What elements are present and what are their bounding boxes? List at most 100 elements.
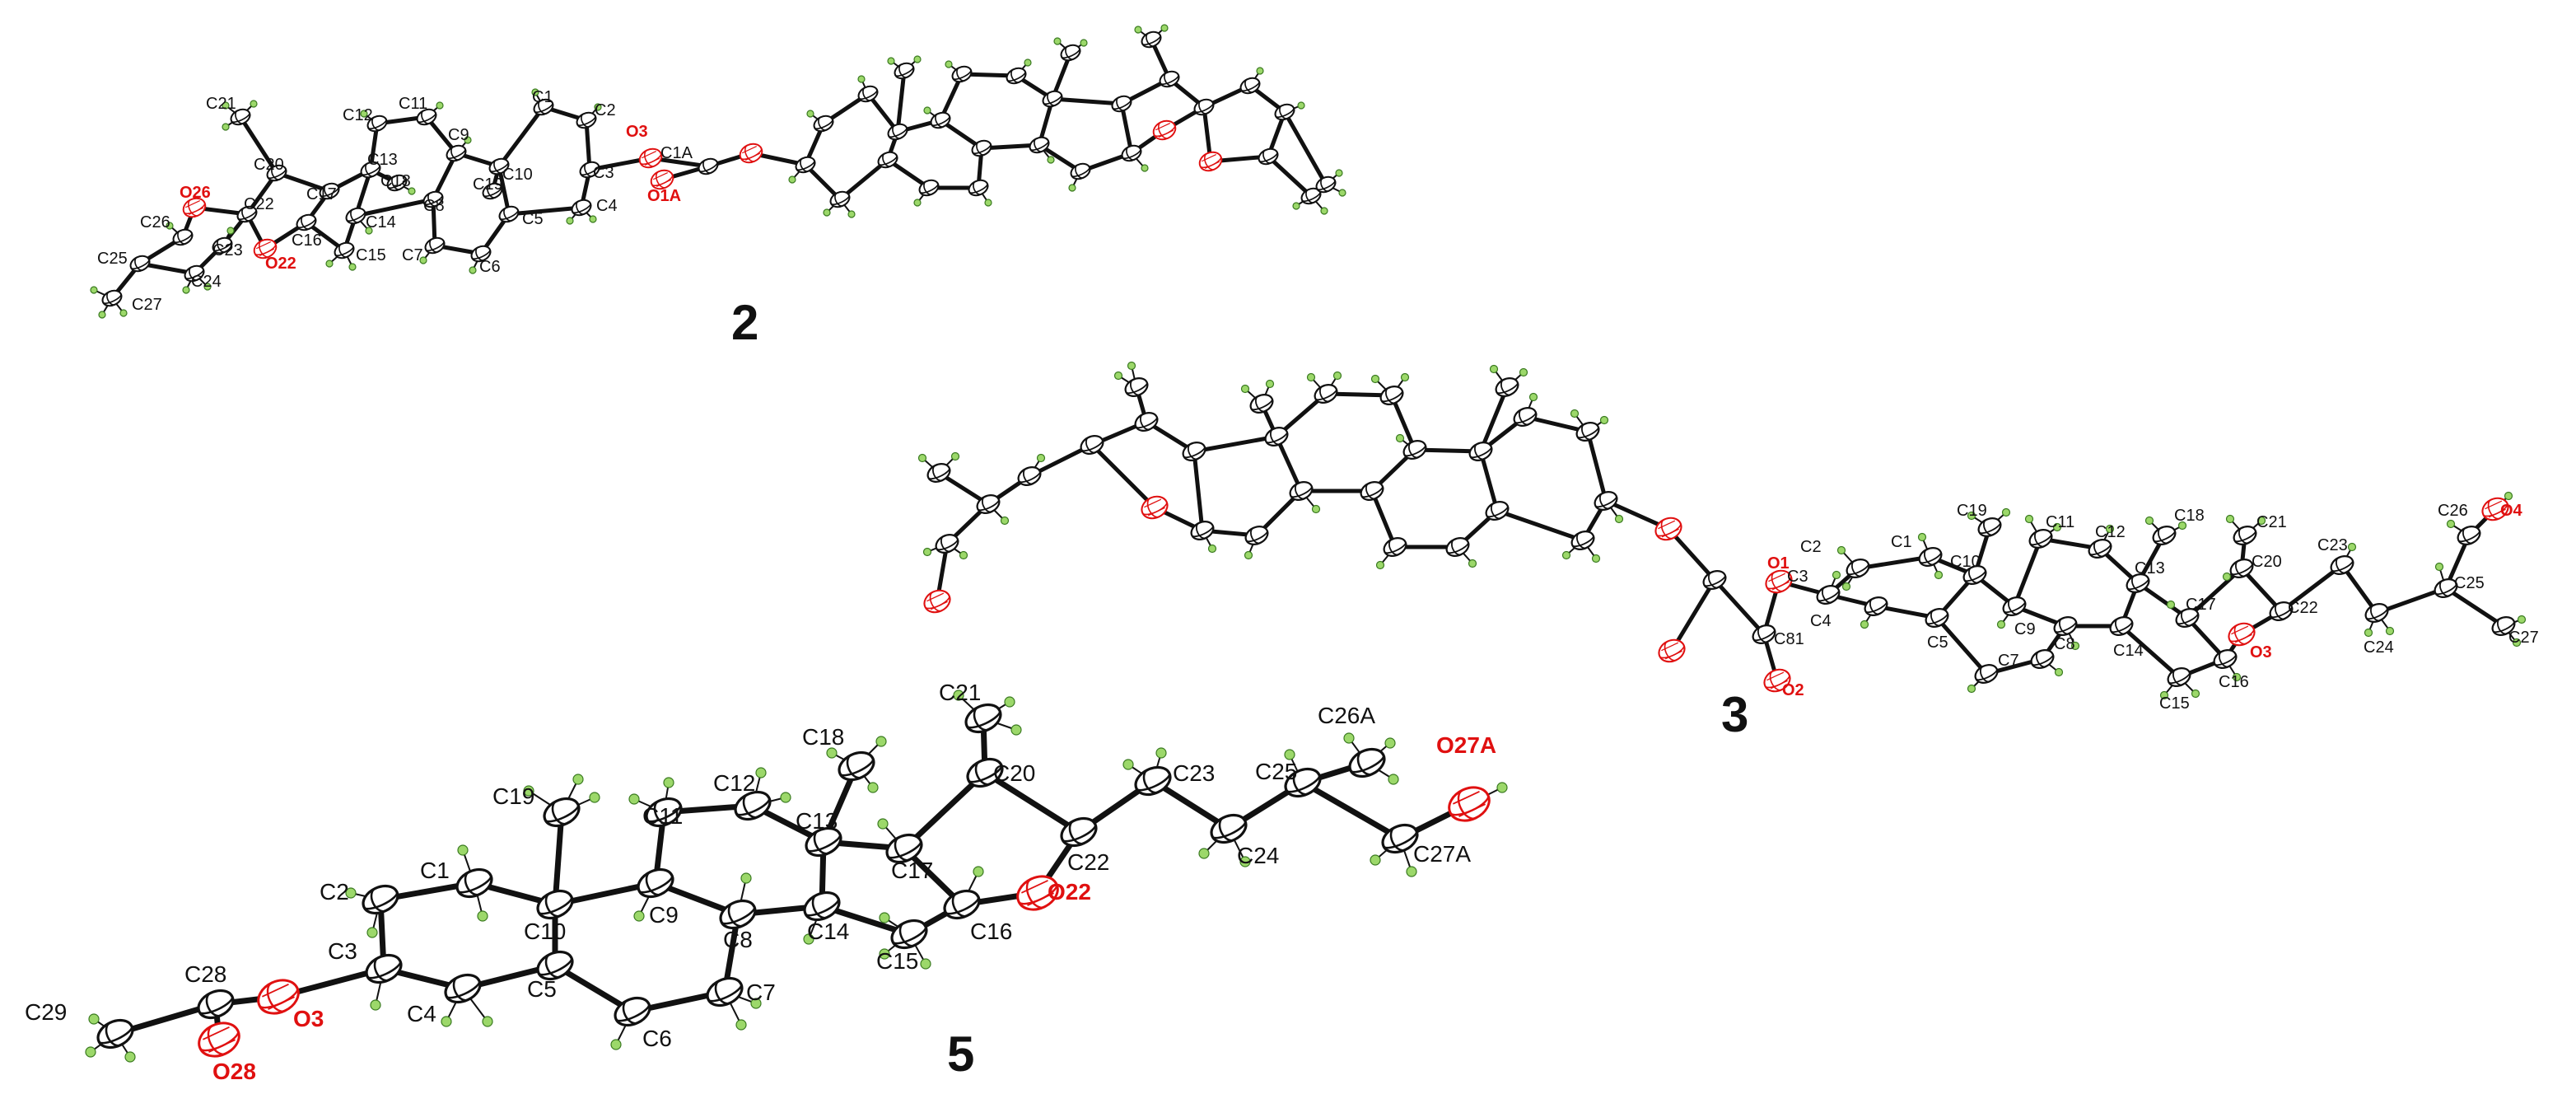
mol3-atom-c2 xyxy=(1846,559,1870,578)
mol2-atom-c19 xyxy=(482,182,503,200)
mol5-atom-o28 xyxy=(198,1022,240,1058)
mol5-label-c27a: C27A xyxy=(1413,841,1471,867)
mol3-label-c7: C7 xyxy=(1998,652,2019,670)
mol5-label-c4: C4 xyxy=(407,1001,436,1026)
mol2-hydrogen-15 xyxy=(348,263,357,271)
mol2-atom-r16 xyxy=(1121,144,1142,162)
mol3-bond-ca-oa xyxy=(1666,526,1717,582)
mol3-hydrogen-43 xyxy=(1519,367,1528,377)
mol2-atom-r18 xyxy=(1060,44,1081,62)
mol2-hydrogen-34 xyxy=(1080,39,1088,47)
mol3-label-c16: C16 xyxy=(2219,673,2249,691)
mol3-atom-c5 xyxy=(1925,608,1949,628)
mol3-hydrogen-6 xyxy=(1967,511,1976,521)
mol3-label-c13: C13 xyxy=(2135,559,2165,577)
mol3-atom-l3 xyxy=(1594,491,1618,511)
mol2-hydrogen-24 xyxy=(857,75,866,83)
mol5-atom-c3 xyxy=(365,953,403,984)
mol5-bond-c22-c20 xyxy=(982,769,1082,835)
mol3-bond-c2-c1 xyxy=(1855,554,1933,571)
mol3-hydrogen-33 xyxy=(1599,415,1609,425)
mol2-hydrogen-46 xyxy=(1047,156,1055,164)
mol2-label-c23: C23 xyxy=(212,241,243,259)
mol5-hydrogen-34 xyxy=(1155,747,1167,759)
mol2-label-c27: C27 xyxy=(132,296,162,314)
mol5-hydrogen-7 xyxy=(441,1016,452,1027)
mol5-label-c16: C16 xyxy=(970,919,1012,944)
mol2-bond-c20-c21 xyxy=(238,115,279,175)
mol5-label-c15: C15 xyxy=(876,948,918,974)
mol5-label-o27a: O27A xyxy=(1436,732,1496,758)
mol3-hydrogen-35 xyxy=(1561,550,1571,560)
mol3-hydrogen-41 xyxy=(1332,371,1342,381)
mol2-bond-r24-r27 xyxy=(1282,110,1328,187)
mol2-hydrogen-9 xyxy=(594,103,602,111)
mol3-atom-c14 xyxy=(2109,616,2134,636)
mol5-label-c23: C23 xyxy=(1173,760,1215,786)
mol2-label-c24: C24 xyxy=(191,273,222,291)
mol2-bond-c5-c10 xyxy=(497,164,511,217)
mol3-atom-c7 xyxy=(2030,649,2055,669)
mol3-label-c8: C8 xyxy=(2054,635,2075,653)
mol5-atom-c26a xyxy=(1348,747,1386,778)
mol2-hydrogen-26 xyxy=(847,210,856,218)
mol5-hydrogen-29 xyxy=(875,736,887,747)
mol2-label-c19: C19 xyxy=(473,175,503,194)
mol3-atom-l21 xyxy=(1124,377,1149,397)
mol3-hydrogen-12 xyxy=(2070,641,2080,651)
mol2-atom-r9 xyxy=(930,111,951,129)
labels-layer: C29C28O28O3C3C2C1C10C5C4C19C9C11C12C13C8… xyxy=(25,88,2539,1084)
mol3-label-c9: C9 xyxy=(2014,620,2036,638)
mol2-atom-r27 xyxy=(1315,175,1337,194)
mol3-hydrogen-0 xyxy=(1836,545,1846,555)
mol5-label-c11: C11 xyxy=(642,803,683,829)
mol2-bond-c4-c5 xyxy=(506,205,584,217)
mol5-bond-c25-c27a xyxy=(1300,779,1403,842)
mol3-label-c10: C10 xyxy=(1950,553,1981,571)
mol2-hydrogen-32 xyxy=(913,55,922,63)
mol2-hydrogen-7 xyxy=(360,110,368,118)
mol5-label-c7: C7 xyxy=(746,979,776,1005)
mol5-hydrogen-24 xyxy=(920,958,931,970)
mol2-label-c3: C3 xyxy=(593,164,614,182)
mol5-hydrogen-16 xyxy=(755,767,767,778)
mol5-hydrogen-25 xyxy=(879,948,890,960)
mol2-atom-or22 xyxy=(1152,119,1177,141)
mol2-hydrogen-20 xyxy=(226,227,235,235)
mol2-bond-r17-r13 xyxy=(1050,96,1124,106)
mol5-hydrogen-11 xyxy=(589,792,600,803)
mol5-atom-c6 xyxy=(614,996,651,1027)
mol3-atom-c10 xyxy=(1962,565,1987,585)
mol2-atom-r8 xyxy=(971,139,992,157)
mol3-atom-c12 xyxy=(2088,539,2112,559)
mol3-label-c22: C22 xyxy=(2288,599,2318,617)
mol5-hydrogen-10 xyxy=(523,785,534,797)
mol3-hydrogen-45 xyxy=(1207,544,1217,554)
mol3-atom-c16 xyxy=(2213,649,2238,669)
mol5-label-c1: C1 xyxy=(420,858,450,883)
mol3-atom-c11 xyxy=(2028,529,2053,549)
mol3-bond-l10-l5 xyxy=(1478,449,1500,513)
mol3-hydrogen-18 xyxy=(2144,516,2154,526)
mol3-hydrogen-54 xyxy=(922,547,932,557)
mol5-hydrogen-43 xyxy=(1406,866,1417,877)
mol3-label-c81: C81 xyxy=(1774,630,1804,648)
mol2-label-c11: C11 xyxy=(399,95,427,113)
mol3-atom-ob xyxy=(1658,638,1686,663)
mol2-atom-or xyxy=(739,143,763,164)
mol3-label-c27: C27 xyxy=(2508,629,2539,647)
mol2-hydrogen-45 xyxy=(923,106,931,115)
mol2-atom-r15 xyxy=(1070,162,1091,180)
mol2-atom-r5 xyxy=(877,151,898,169)
mol2-atom-r21 xyxy=(1141,30,1162,49)
mol5-hydrogen-32 xyxy=(1004,696,1015,708)
mol5-atom-c25 xyxy=(1284,767,1322,798)
mol3-label-o4: O4 xyxy=(2500,502,2523,520)
mol3-atom-c15 xyxy=(2167,667,2191,687)
mol2-label-o3: O3 xyxy=(626,123,648,141)
mol5-atom-c27a xyxy=(1381,823,1419,854)
mol2-atom-r17 xyxy=(1111,95,1132,113)
mol5-hydrogen-33 xyxy=(1010,724,1022,736)
mol3-atom-c1 xyxy=(1918,547,1943,567)
mol2-atom-r13 xyxy=(1042,90,1063,108)
